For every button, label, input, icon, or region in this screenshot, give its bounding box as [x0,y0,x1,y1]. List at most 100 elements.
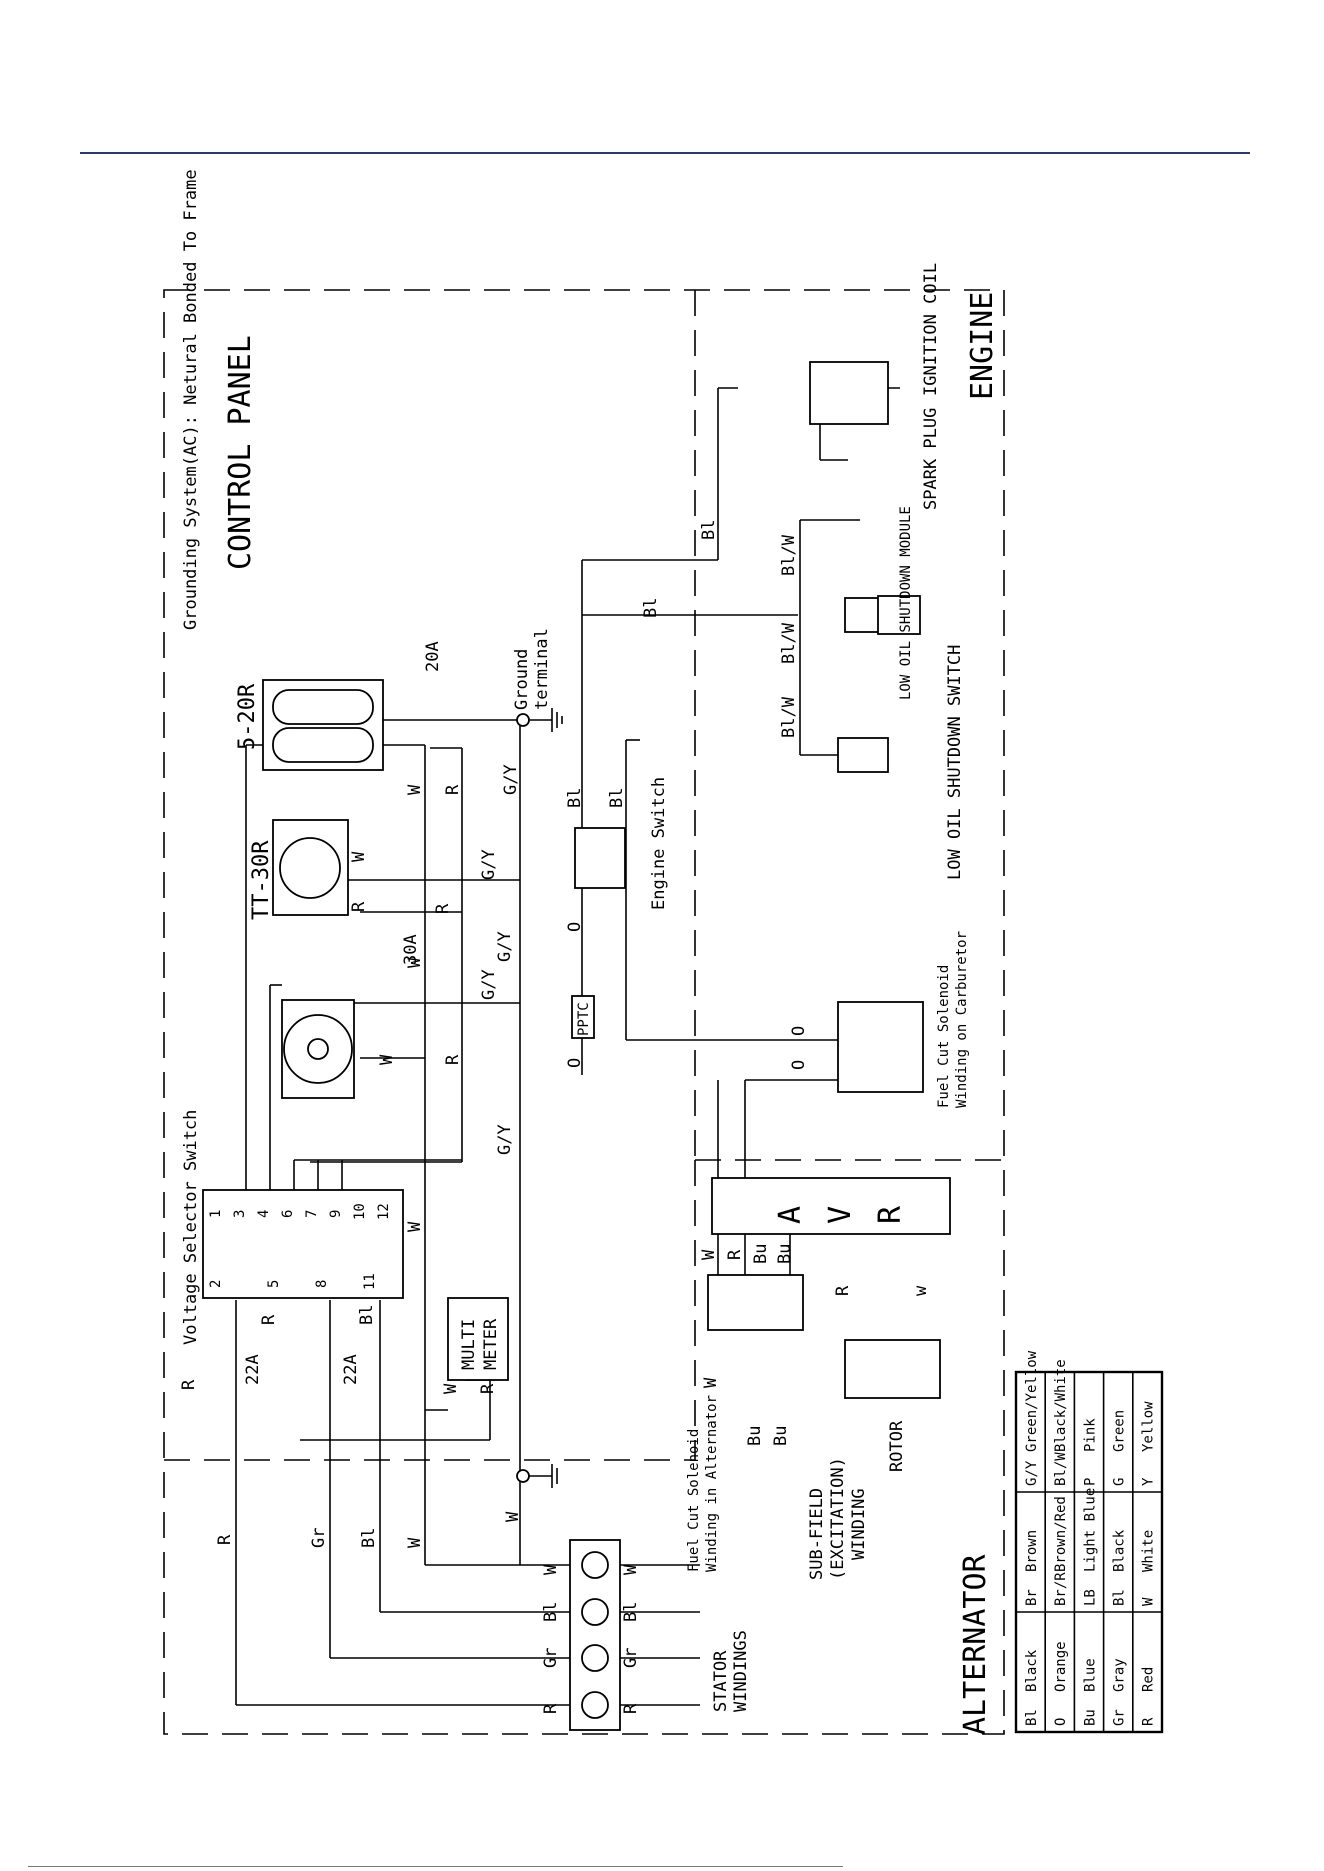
wire-label: O [565,922,585,932]
fuel-cut-alt-l2: Winding in Alternator [704,1395,720,1572]
pptc-label: PPTC [576,1002,592,1036]
wire-label: W [405,784,425,795]
stator-label-l2: WINDINGS [731,1630,751,1712]
legend-color-name: Gray [1111,1658,1127,1692]
wire-label: G/Y [501,764,521,795]
legend-color-name: Black [1024,1649,1040,1692]
terminal-4: 4 [256,1210,272,1218]
wire-label: G/Y [495,1124,515,1155]
wire-label: Bl/W [779,534,799,576]
spark-plug-label: SPARK PLUG [921,408,941,510]
wire-label: Gr [309,1528,329,1548]
ground-alternator [516,1464,558,1488]
low-oil-module-label: LOW OIL SHUTDOWN MODULE [898,506,914,700]
wire-label: Bl [357,1305,377,1325]
wire-label: R [478,1383,498,1394]
label-tt-30r: TT-30R [249,840,274,920]
avr-connector [707,1274,804,1331]
label-5-20r: 5-20R [235,683,260,750]
breaker-22a-label-1: 22A [243,1354,263,1385]
wire-label: Bl [565,788,585,808]
rotor: ROTOR [844,1339,941,1472]
wire-label: Bl [699,520,719,540]
subfield-l2: (EXCITATION) [828,1457,848,1580]
alternator-title: ALTERNATOR [958,1553,993,1735]
legend-code: Br/R [1053,1572,1069,1606]
legend-code: Bl/W [1053,1452,1069,1486]
legend-color-name: Black [1111,1529,1127,1572]
legend-color-name: Brown/Red [1053,1496,1069,1572]
wires [235,387,900,1706]
wire-label: Bl [641,598,661,618]
wire-label: W [349,851,369,862]
terminal-11: 11 [362,1273,378,1290]
wire-label: W [441,1383,461,1394]
pptc: PPTC [571,995,595,1039]
wire-label: W [541,1564,561,1575]
legend-color-name: Green/Yellow [1024,1350,1040,1452]
stator-label-l1: STATOR [711,1650,731,1712]
low-oil-switch-label: LOW OIL SHUTDOWN SWITCH [945,645,965,880]
ground-terminal-l1: Ground [512,649,532,710]
ground-terminal: Ground terminal [512,628,563,732]
voltage-selector-switch: Voltage Selector Switch 1 2 3 4 5 6 7 8 … [181,1110,404,1345]
legend-color-name: Black/White [1053,1359,1069,1452]
wire-label: R [215,1534,235,1545]
wire-label: W [405,1537,425,1548]
legend-color-name: White [1141,1530,1157,1572]
wire-label: w [911,1285,931,1296]
wire-label: R [443,1054,463,1065]
grounding-note: Grounding System(AC): Netural Bonded To … [181,169,201,630]
control-panel-title: CONTROL PANEL [223,335,258,570]
fuel-cut-alt-l1: Fuel Cut Solenoid [686,1429,702,1572]
wire-label: R [179,1379,199,1390]
legend-code: P [1082,1478,1098,1486]
wire-label: O [789,1060,809,1070]
wire-label: Bu [771,1426,791,1446]
breaker-30a-label: 30A [401,934,421,965]
legend-color-name: Green [1111,1410,1127,1452]
terminal-6: 6 [280,1210,296,1218]
legend-code: O [1053,1718,1069,1726]
wire-label: R [833,1285,853,1296]
wire-label: Bl/W [779,622,799,664]
wire-label: Gr [541,1648,561,1668]
terminal-9: 9 [328,1210,344,1218]
avr-letter-r: R [873,1205,908,1224]
wire-label: W [699,1249,719,1260]
ignition-coil-label: IGNITION COIL [921,263,941,396]
wire-label: W [701,1377,721,1388]
wire-label: R [433,903,453,914]
subfield-l3: WINDING [849,1488,869,1560]
wire-label: R [621,1703,641,1714]
legend-color-name: Brown [1024,1530,1040,1572]
multimeter-l2: METER [481,1318,501,1370]
low-oil-shutdown-module: LOW OIL SHUTDOWN MODULE [844,506,921,700]
legend-code: Bl [1024,1709,1040,1726]
outer-dashed-frame [163,289,1005,1735]
terminal-8: 8 [314,1280,330,1288]
legend-color-name: Red [1141,1667,1157,1692]
wire-label: W [405,957,425,968]
stator-terminal-block [569,1539,621,1731]
receptacle-tt-30r: TT-30R [249,819,349,920]
wire-label: Bl [359,1528,379,1548]
wire-label: R [259,1314,279,1325]
wire-label: Bl/W [779,696,799,738]
receptacle-5-20r: 5-20R [235,679,384,771]
legend-code: G [1111,1478,1127,1486]
wire-label: Bl [621,1602,641,1622]
terminal-10: 10 [352,1203,368,1220]
engine-title: ENGINE [965,292,1000,400]
legend-color-name: Pink [1082,1418,1098,1452]
receptacle-twist-lock [281,999,355,1099]
breaker-22a-label-2: 22A [341,1354,361,1385]
avr-letter-v: V [823,1206,858,1224]
subfield-l1: SUB-FIELD [807,1488,827,1580]
wire-label: Gr [621,1648,641,1668]
avr-letter-a: A [773,1206,808,1224]
wire-label: W [621,1564,641,1575]
engine-switch: Engine Switch [574,777,669,910]
legend-code: G/Y [1024,1460,1040,1486]
